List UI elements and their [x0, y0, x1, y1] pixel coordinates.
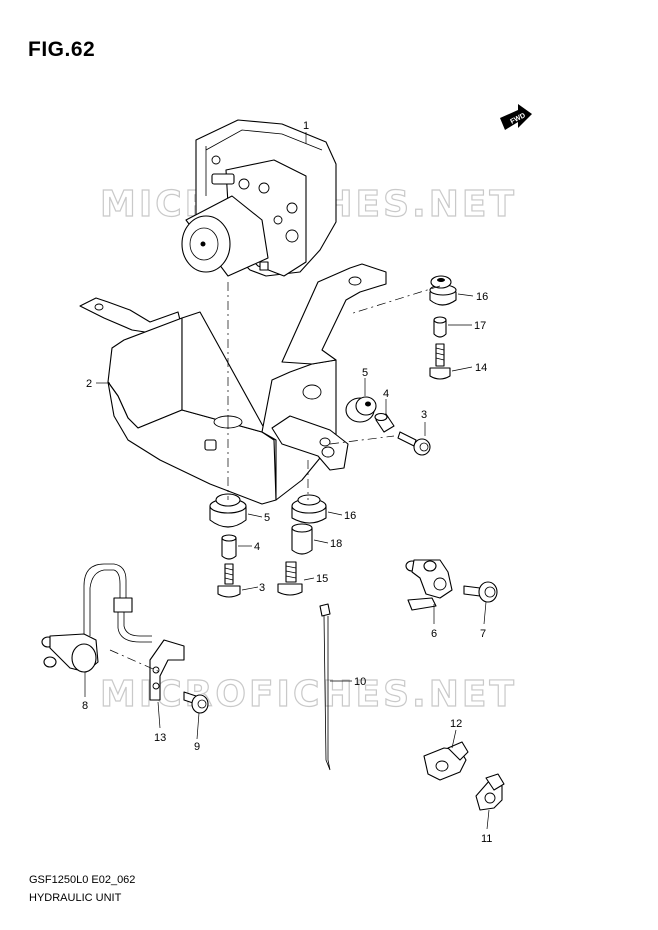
callout-8: 8	[82, 700, 88, 712]
clamp-part-12	[423, 741, 469, 781]
callout-3-lower: 3	[259, 582, 265, 594]
callout-15: 15	[316, 573, 328, 585]
collar-part-17	[433, 316, 447, 338]
grommet-part-5-upper	[345, 396, 377, 423]
clamp-part-6	[405, 559, 453, 611]
callout-13: 13	[154, 732, 166, 744]
callout-5-upper: 5	[362, 367, 368, 379]
bolt-part-9	[183, 691, 209, 714]
callout-11: 11	[481, 833, 492, 845]
callout-9: 9	[194, 741, 200, 753]
bolt-part-15	[277, 561, 303, 596]
hydraulic-unit-part-1	[181, 119, 337, 277]
bolt-part-14	[429, 343, 451, 380]
callout-6: 6	[431, 628, 437, 640]
callout-4-lower: 4	[254, 541, 260, 553]
callout-1: 1	[303, 120, 309, 132]
grommet-part-5-lower	[209, 493, 247, 528]
rubber-cushion-part-16-lower	[291, 494, 327, 524]
callout-12: 12	[450, 718, 462, 730]
callout-4-upper: 4	[383, 388, 389, 400]
cable-tie-part-10	[319, 603, 331, 771]
callout-18: 18	[330, 538, 342, 550]
sensor-hose-part-8	[41, 563, 152, 673]
callout-14: 14	[475, 362, 487, 374]
bracket-part-2	[79, 263, 387, 505]
spacer-part-18	[291, 523, 313, 555]
clamp-part-11	[475, 773, 505, 811]
spacer-part-4-lower	[221, 534, 237, 560]
bolt-part-3-lower	[217, 563, 241, 598]
callout-7: 7	[480, 628, 486, 640]
callout-16-upper: 16	[476, 291, 488, 303]
footer-diagram-code: GSF1250L0 E02_062	[29, 874, 136, 886]
watermark-bottom: MICROFICHES.NET	[100, 674, 517, 715]
fwd-arrow-icon: FWD	[500, 104, 532, 130]
bolt-part-3-upper	[397, 431, 431, 456]
callout-16-lower: 16	[344, 510, 356, 522]
figure-title: FIG.62	[28, 38, 96, 61]
callout-17: 17	[474, 320, 486, 332]
callout-10: 10	[354, 676, 366, 688]
bracket-part-13	[149, 639, 185, 701]
spacer-part-4-upper	[374, 412, 395, 433]
callout-2: 2	[86, 378, 92, 390]
rubber-cushion-part-16-upper	[429, 275, 457, 306]
bolt-part-7	[463, 581, 498, 603]
footer-diagram-name: HYDRAULIC UNIT	[29, 892, 122, 904]
callout-5-lower: 5	[264, 512, 270, 524]
callout-3-upper: 3	[421, 409, 427, 421]
